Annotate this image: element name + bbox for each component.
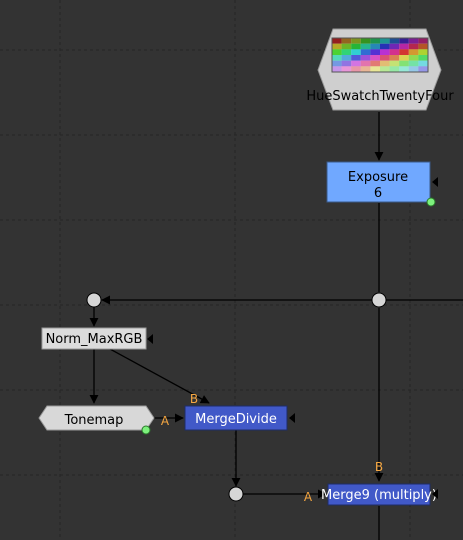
swatch-cell — [408, 49, 419, 55]
swatch-cell — [332, 55, 342, 61]
enabled-indicator-icon — [141, 425, 151, 435]
swatch-cell — [380, 49, 390, 55]
swatch-cell — [408, 66, 419, 72]
swatch-cell — [332, 60, 342, 67]
merge9-node-box — [327, 483, 431, 506]
swatch-cell — [389, 49, 400, 55]
swatch-cell — [360, 60, 371, 67]
swatch-cell — [370, 38, 380, 44]
swatch-cell — [351, 60, 361, 67]
swatch-cell — [399, 55, 409, 61]
swatch-cell — [380, 66, 390, 72]
node-exposure[interactable]: Exposure 6 — [326, 161, 438, 207]
swatch-cell — [341, 55, 352, 61]
swatch-cell — [380, 55, 390, 61]
swatch-cell — [399, 49, 409, 55]
swatch-cell — [351, 49, 361, 55]
swatch-cell — [341, 60, 352, 67]
swatch-cell — [399, 38, 409, 44]
swatch-cell — [418, 43, 428, 50]
enabled-indicator-icon — [426, 197, 436, 207]
input-label-a: A — [161, 414, 170, 428]
swatch-cell — [418, 49, 428, 55]
swatch-cell — [418, 38, 428, 44]
swatch-cell — [351, 38, 361, 44]
swatch-cell — [370, 43, 380, 50]
mergedivide-node-box — [184, 405, 288, 431]
node-merge9[interactable]: Merge9 (multiply) B A — [304, 460, 438, 506]
swatch-cell — [370, 49, 380, 55]
swatch-cell — [370, 55, 380, 61]
swatch-cell — [341, 49, 352, 55]
node-mergedivide[interactable]: MergeDivide B A — [161, 392, 295, 431]
swatch-cell — [380, 43, 390, 50]
swatch-cell — [418, 55, 428, 61]
swatch-cell — [360, 43, 371, 50]
exposure-node-label: Exposure — [348, 170, 408, 185]
swatch-cell — [389, 38, 400, 44]
exposure-node-value: 6 — [374, 186, 382, 201]
input-label-a: A — [304, 490, 313, 504]
read-node-label: HueSwatchTwentyFour — [306, 89, 454, 104]
swatch-cell — [399, 60, 409, 67]
mask-input-arrow-icon[interactable] — [432, 489, 438, 499]
swatch-cell — [389, 43, 400, 50]
mask-input-arrow-icon[interactable] — [147, 334, 153, 344]
swatch-cell — [341, 66, 352, 72]
mergedivide-node-label: MergeDivide — [195, 412, 277, 427]
swatch-cell — [408, 38, 419, 44]
node-tonemap[interactable]: Tonemap — [38, 405, 155, 435]
swatch-cell — [418, 60, 428, 67]
swatch-cell — [332, 66, 342, 72]
swatch-cell — [332, 43, 342, 50]
swatch-cell — [370, 66, 380, 72]
node-hueswatch[interactable]: HueSwatchTwentyFour — [306, 28, 454, 111]
swatch-cell — [408, 43, 419, 50]
input-label-b: B — [190, 392, 198, 406]
swatch-cell — [332, 49, 342, 55]
swatch-cell — [341, 38, 352, 44]
tonemap-node-shape — [38, 405, 155, 431]
swatch-cell — [408, 60, 419, 67]
swatch-cell — [360, 49, 371, 55]
swatch-cell — [399, 66, 409, 72]
mask-input-arrow-icon[interactable] — [432, 177, 438, 187]
exposure-node-box — [326, 161, 431, 203]
swatch-cell — [351, 43, 361, 50]
swatch-border — [331, 37, 429, 73]
swatch-cell — [351, 66, 361, 72]
edges — [89, 112, 463, 540]
swatch-cell — [408, 55, 419, 61]
swatch-cell — [351, 55, 361, 61]
swatch-cell — [389, 55, 400, 61]
swatch-cell — [389, 66, 400, 72]
merge9-node-label: Merge9 (multiply) — [321, 488, 437, 503]
dot-node-bottom[interactable] — [228, 486, 244, 502]
color-swatch-thumbnail — [331, 37, 429, 73]
mask-input-arrow-icon[interactable] — [289, 413, 295, 423]
input-label-b: B — [375, 460, 383, 474]
dot-node-right[interactable] — [371, 292, 387, 308]
swatch-cell — [332, 38, 342, 44]
swatch-cell — [360, 66, 371, 72]
norm-node-box — [41, 327, 147, 350]
norm-node-label: Norm_MaxRGB — [46, 332, 143, 347]
swatch-cell — [399, 43, 409, 50]
swatch-cell — [380, 38, 390, 44]
swatch-cell — [341, 43, 352, 50]
edge-norm-to-mergedivide-b — [109, 348, 210, 404]
dot-node-left[interactable] — [86, 292, 102, 308]
swatch-cell — [418, 66, 428, 72]
node-norm-maxrgb[interactable]: Norm_MaxRGB — [41, 327, 153, 350]
swatch-cell — [360, 38, 371, 44]
swatch-cell — [389, 60, 400, 67]
swatch-cell — [370, 60, 380, 67]
swatch-cell — [380, 60, 390, 67]
swatch-cell — [360, 55, 371, 61]
tonemap-node-label: Tonemap — [64, 413, 124, 428]
